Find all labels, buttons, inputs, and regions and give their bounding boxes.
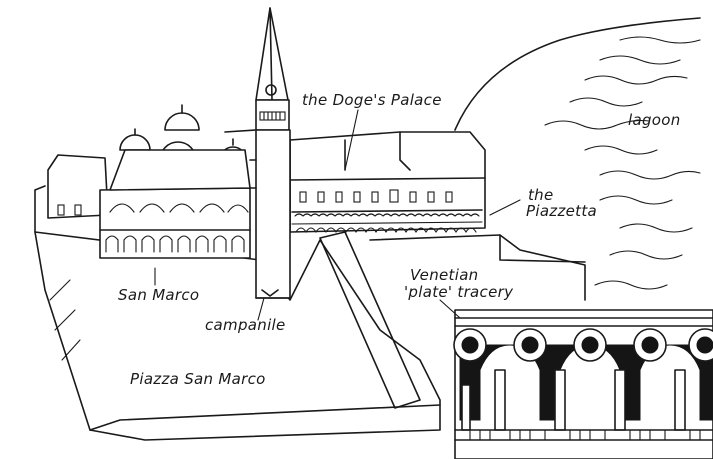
doges-palace (289, 131, 486, 234)
venetian-label-line1: Venetian (410, 266, 479, 284)
lagoon-label: lagoon (628, 111, 681, 129)
venetian-label-line2: 'plate' tracery (404, 283, 514, 301)
san-marco-label: San Marco (118, 286, 200, 304)
plate-tracery-inset (453, 309, 713, 459)
piazza-san-marco-label: Piazza San Marco (130, 370, 266, 388)
piazzetta-label-line1: the (528, 186, 554, 204)
piazzetta-label-line2: Piazzetta (526, 202, 598, 220)
san-marco-basilica (47, 104, 251, 259)
doges-palace-label: the Doge's Palace (302, 91, 442, 109)
palace-upper-windows (299, 189, 453, 203)
quatrefoil-row (453, 328, 713, 362)
leader-lines (154, 109, 521, 321)
piazzetta-strip (319, 231, 586, 409)
campanile-tower (255, 7, 291, 299)
lagoon-water (454, 17, 701, 290)
procuratie-buildings (224, 129, 257, 189)
campanile-label: campanile (205, 316, 286, 334)
